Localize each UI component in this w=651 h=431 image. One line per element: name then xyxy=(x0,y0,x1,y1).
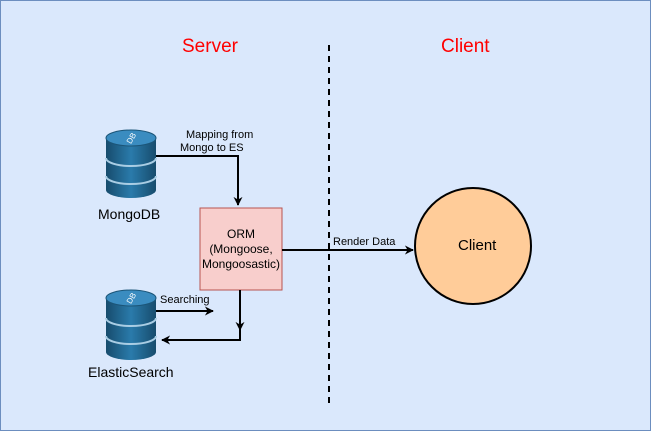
mongodb-label: MongoDB xyxy=(98,206,161,222)
orm-label-line2: (Mongoose, xyxy=(209,241,273,256)
mapping-label-line2: Mongo to ES xyxy=(180,142,244,154)
orm-label: ORM (Mongoose, Mongoosastic) xyxy=(200,208,282,290)
orm-label-line1: ORM xyxy=(227,226,255,241)
elasticsearch-database-icon xyxy=(105,289,157,360)
client-heading: Client xyxy=(441,36,490,57)
elasticsearch-label: ElasticSearch xyxy=(88,364,174,380)
client-label: Client xyxy=(458,237,497,254)
searching-label: Searching xyxy=(160,294,210,306)
orm-label-line3: Mongoosastic) xyxy=(201,256,281,271)
mapping-label-line1: Mapping from xyxy=(186,129,254,141)
mapping-arrow xyxy=(156,155,243,206)
render-data-label: Render Data xyxy=(333,236,396,248)
server-heading: Server xyxy=(182,36,238,57)
client-circle xyxy=(414,187,532,305)
mongodb-database-icon xyxy=(105,129,157,198)
results-arrow xyxy=(161,290,241,345)
